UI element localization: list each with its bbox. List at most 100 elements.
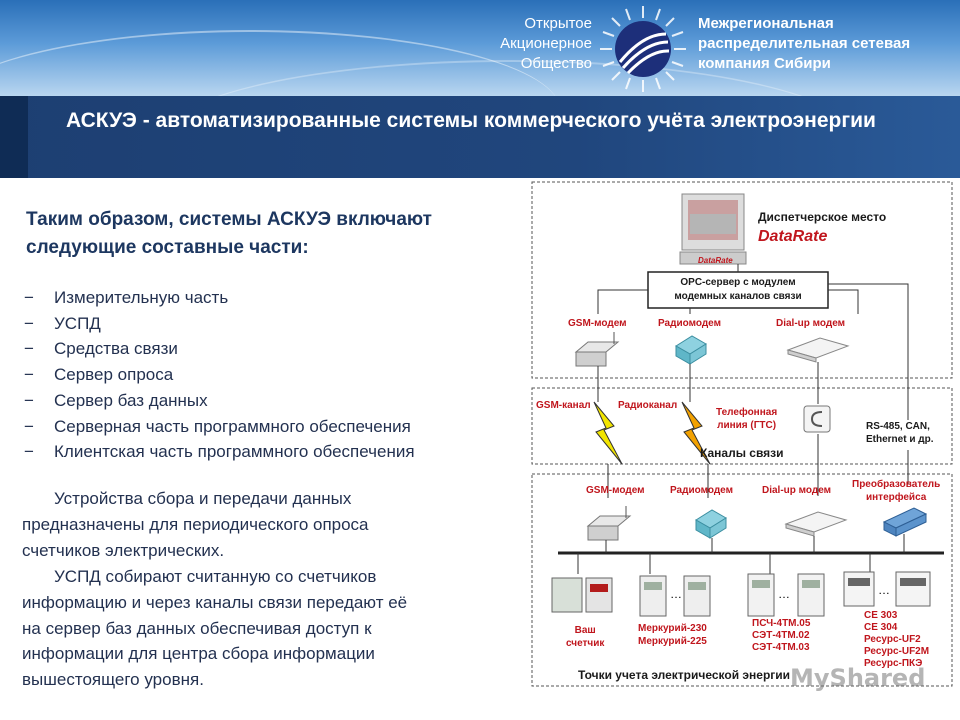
list-item-text: Клиентская часть программного обеспечени… [54, 442, 415, 462]
meter-text: CE 303 [864, 610, 898, 621]
list-item-text: Средства связи [54, 339, 178, 359]
list-item: −Измерительную часть [24, 288, 229, 307]
paragraph-line: УСПД собирают считанную со счетчиков [54, 567, 377, 586]
svg-text:…: … [778, 587, 790, 601]
org-form-line: Открытое [524, 15, 592, 32]
list-item: −Сервер баз данных [24, 390, 208, 410]
meter-text: СЭТ-4ТМ.02 [752, 630, 810, 641]
meter-text: Ресурс-UF2M [864, 646, 930, 657]
gsm-modem-label: GSM-модем [568, 318, 627, 329]
meter-text: Ресурс-UF2 [864, 634, 921, 645]
list-item-text: Сервер опроса [54, 365, 174, 385]
gsm-modem-label: GSM-модем [586, 485, 645, 496]
phone-line-text: линия (ГТС) [717, 420, 777, 431]
list-item-text: Измерительную часть [54, 288, 229, 307]
dispatcher-label: Диспетчерское место [758, 210, 887, 224]
watermark: MyShared [790, 664, 926, 692]
askue-diagram: … … … Диспетчерское место DataRate DataR… [530, 180, 956, 690]
rs485-text: RS-485, CAN, [866, 421, 930, 432]
server-section-box [531, 181, 953, 379]
org-form-line: Акционерное [500, 35, 592, 52]
company-name-line: Межрегиональная [698, 15, 834, 32]
header-swoosh [0, 30, 560, 96]
converter-text: Преобразователь [852, 479, 941, 490]
dialup-modem-icon [784, 511, 848, 537]
list-item-text: УСПД [54, 313, 101, 333]
paragraph-line: счетчиков электрических. [22, 540, 225, 560]
rs485-text: Ethernet и др. [866, 434, 934, 445]
title-band: АСКУЭ - автоматизированные системы комме… [0, 96, 960, 178]
meter-text: ПСЧ-4ТМ.05 [752, 618, 811, 629]
meter-text: Ресурс-ПКЭ [864, 658, 923, 669]
resurs-meter-icon: … [843, 571, 931, 607]
list-item: −УСПД [24, 313, 101, 333]
phone-line-text: Телефонная [716, 407, 778, 418]
radio-modem-label: Радиомодем [670, 485, 733, 496]
radio-channel-label: Радиоканал [618, 400, 678, 411]
your-meter-icon [551, 577, 613, 613]
meter-text: счетчик [566, 638, 605, 649]
meter-group-label: Ваш счетчик [566, 624, 604, 650]
paragraph-devices: Устройства сбора и передачи данных предн… [22, 486, 522, 563]
channels-section-box [531, 387, 953, 465]
converter-text: интерфейса [865, 492, 927, 503]
gsm-channel-label: GSM-канал [536, 400, 591, 411]
converter-label: Преобразователь интерфейса [852, 478, 940, 504]
list-item: −Сервер опроса [24, 365, 174, 385]
slide-title: АСКУЭ - автоматизированные системы комме… [66, 109, 876, 132]
title-accent [0, 96, 28, 178]
dialup-modem-icon [786, 337, 850, 363]
meter-text: Меркурий-230 [638, 623, 707, 634]
bus-connectors [577, 534, 905, 574]
meter-text: Меркурий-225 [638, 636, 707, 647]
datarate-label: DataRate [758, 228, 828, 245]
company-name-line: компания Сибири [698, 55, 831, 72]
psch-meter-icon: … [747, 573, 825, 617]
radio-modem-label: Радиомодем [658, 318, 721, 329]
meter-text: СЭТ-4ТМ.03 [752, 642, 810, 653]
paragraph-line: информацию и через каналы связи передают… [22, 592, 408, 612]
phone-line-icon [803, 405, 831, 433]
meter-group-label: Меркурий-230 Меркурий-225 [638, 622, 707, 648]
list-item-text: Сервер баз данных [54, 390, 208, 410]
meter-group-label: ПСЧ-4ТМ.05 СЭТ-4ТМ.02 СЭТ-4ТМ.03 [752, 618, 810, 654]
header-banner: Открытое Акционерное Общество Межрегиона… [0, 0, 960, 96]
datarate-logo: DataRate [698, 256, 733, 265]
mrsk-logo-icon [600, 6, 686, 92]
paragraph-uspd: УСПД собирают считанную со счетчиков инф… [22, 564, 522, 693]
paragraph-line: Устройства сбора и передачи данных [54, 489, 352, 508]
radio-modem-icon [695, 509, 727, 539]
dialup-modem-label: Dial-up модем [762, 485, 832, 496]
paragraph-line: на сервер баз данных обеспечивая доступ … [22, 618, 372, 638]
interface-converter-icon [882, 507, 928, 537]
rs485-label: RS-485, CAN, Ethernet и др. [866, 420, 934, 446]
svg-text:…: … [878, 583, 890, 597]
opc-server-label: OPC-сервер с модулем модемных каналов св… [648, 276, 828, 304]
gsm-channel-lightning-icon [593, 401, 623, 465]
list-item: −Средства связи [24, 339, 178, 359]
opc-line: модемных каналов связи [674, 291, 802, 302]
org-form-text: Открытое Акционерное Общество [470, 14, 592, 74]
phone-line-label: Телефонная линия (ГТС) [716, 406, 777, 432]
meter-group-label: CE 303 CE 304 Ресурс-UF2 Ресурс-UF2M Рес… [864, 610, 929, 670]
header-swoosh [160, 60, 860, 96]
org-form-line: Общество [520, 55, 592, 72]
company-name-line: распределительная сетевая [698, 35, 911, 52]
parts-list: −Измерительную часть −УСПД −Средства свя… [24, 285, 524, 465]
paragraph-line: вышестоящего уровня. [22, 670, 204, 690]
channels-title: Каналы связи [700, 446, 784, 460]
intro-heading: Таким образом, системы АСКУЭ включают сл… [26, 209, 432, 258]
mercury-meter-icon: … [639, 575, 711, 617]
points-section-box [531, 473, 953, 687]
dialup-modem-label: Dial-up модем [776, 318, 846, 329]
gsm-modem-icon [586, 506, 632, 541]
radio-channel-lightning-icon [681, 401, 711, 465]
points-title: Точки учета электрической энергии [578, 668, 791, 682]
paragraph-line: предназначены для периодического опроса [22, 514, 369, 534]
radio-modem-icon [675, 335, 707, 365]
bottom-connectors [607, 464, 909, 498]
opc-connectors [597, 264, 909, 420]
opc-line: OPC-сервер с модулем [680, 277, 796, 288]
company-name: Межрегиональная распределительная сетева… [698, 14, 910, 74]
paragraph-line: информации для центра сбора информации [22, 644, 375, 664]
